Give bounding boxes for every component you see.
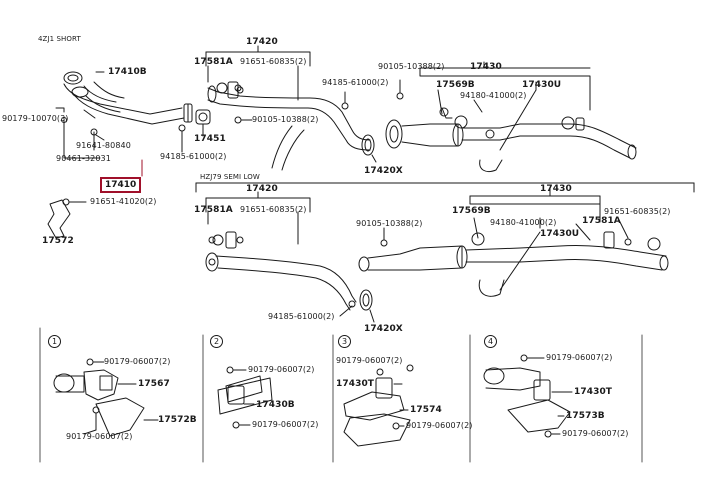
label-d2-bolt2[interactable]: 90179-06007(2) bbox=[252, 420, 319, 429]
section-label-short: 4ZJ1 SHORT bbox=[38, 35, 81, 43]
gasket-17420x-mid bbox=[359, 289, 375, 323]
label-d1-bolt1[interactable]: 90179-06007(2) bbox=[104, 357, 171, 366]
detail-marker-2[interactable]: 2 bbox=[210, 335, 223, 348]
label-17420-mid[interactable]: 17420 bbox=[246, 184, 278, 194]
detail-2-drawing bbox=[217, 366, 273, 429]
label-90105-10388-top2[interactable]: 90105-10388(2) bbox=[378, 62, 445, 71]
label-17430u-top[interactable]: 17430U bbox=[522, 80, 562, 90]
label-17451[interactable]: 17451 bbox=[194, 134, 226, 144]
label-94180-41000-mid[interactable]: 94180-41000(2) bbox=[490, 218, 557, 227]
label-d2-17430b[interactable]: 17430B bbox=[256, 400, 295, 410]
label-17581a-mid2[interactable]: 17581A bbox=[582, 216, 621, 226]
label-d4-bolt1[interactable]: 90179-06007(2) bbox=[546, 353, 613, 362]
label-17410b[interactable]: 17410B bbox=[108, 67, 147, 77]
flange-17451 bbox=[195, 109, 211, 137]
label-91641-80840[interactable]: 91641-80840 bbox=[76, 141, 131, 150]
label-d4-17573b[interactable]: 17573B bbox=[566, 411, 605, 421]
label-17420x-mid[interactable]: 17420X bbox=[364, 324, 403, 334]
label-d3-17574[interactable]: 17574 bbox=[410, 405, 442, 415]
label-17572[interactable]: 17572 bbox=[42, 236, 74, 246]
label-d1-17567[interactable]: 17567 bbox=[138, 379, 170, 389]
detail-4-drawing bbox=[483, 354, 573, 438]
label-d4-bolt2[interactable]: 90179-06007(2) bbox=[562, 429, 629, 438]
label-94185-61000-a[interactable]: 94185-61000(2) bbox=[160, 152, 227, 161]
label-17581a-mid[interactable]: 17581A bbox=[194, 205, 233, 215]
label-d3-bolt1[interactable]: 90179-06007(2) bbox=[336, 356, 403, 365]
label-17581a-top[interactable]: 17581A bbox=[194, 57, 233, 67]
label-94180-41000-top[interactable]: 94180-41000(2) bbox=[460, 91, 527, 100]
label-90105-10388-mid[interactable]: 90105-10388(2) bbox=[356, 219, 423, 228]
label-90105-10388-top1[interactable]: 90105-10388(2) bbox=[252, 115, 319, 124]
label-91651-60835-mid[interactable]: 91651-60835(2) bbox=[240, 205, 307, 214]
label-91651-60835-top[interactable]: 91651-60835(2) bbox=[240, 57, 307, 66]
label-d4-17430t[interactable]: 17430T bbox=[574, 387, 613, 397]
label-90179-10070[interactable]: 90179-10070(3) bbox=[2, 114, 69, 123]
label-94185-61000-mid[interactable]: 94185-61000(2) bbox=[268, 312, 335, 321]
detail-marker-3[interactable]: 3 bbox=[338, 335, 351, 348]
detail-3-drawing bbox=[343, 364, 414, 447]
label-91651-60835-mid2[interactable]: 91651-60835(2) bbox=[604, 207, 671, 216]
label-17420x-top[interactable]: 17420X bbox=[364, 166, 403, 176]
detail-marker-1[interactable]: 1 bbox=[48, 335, 61, 348]
center-pipe-17420-mid bbox=[205, 231, 357, 311]
front-pipe-17410b bbox=[63, 71, 193, 125]
label-17430-mid[interactable]: 17430 bbox=[540, 184, 572, 194]
label-91651-41020[interactable]: 91651-41020(2) bbox=[90, 197, 157, 206]
label-94185-61000-top[interactable]: 94185-61000(2) bbox=[322, 78, 389, 87]
section-label-semi-low: HZJ79 SEMI LOW bbox=[200, 173, 260, 181]
label-d3-17430t[interactable]: 17430T bbox=[336, 379, 375, 389]
detail-1-drawing bbox=[53, 358, 159, 437]
center-pipe-17420-top bbox=[207, 81, 371, 151]
label-d2-bolt1[interactable]: 90179-06007(2) bbox=[248, 365, 315, 374]
label-d1-17572b[interactable]: 17572B bbox=[158, 415, 197, 425]
label-d1-bolt2[interactable]: 90179-06007(2) bbox=[66, 432, 133, 441]
muffler-17430-top bbox=[385, 61, 637, 160]
label-17430u-mid[interactable]: 17430U bbox=[540, 229, 580, 239]
bracket-17572 bbox=[47, 198, 87, 239]
gasket-17420x-top bbox=[361, 134, 377, 163]
detail-marker-4[interactable]: 4 bbox=[484, 335, 497, 348]
muffler-17430-mid bbox=[358, 244, 669, 272]
highlighted-part-17410[interactable]: 17410 bbox=[100, 177, 142, 193]
label-90461-32031[interactable]: 90461-32031 bbox=[56, 154, 111, 163]
label-17420-top[interactable]: 17420 bbox=[246, 37, 278, 47]
label-17430-top[interactable]: 17430 bbox=[470, 62, 502, 72]
label-d3-bolt2[interactable]: 90179-06007(2) bbox=[406, 421, 473, 430]
label-17569b-top[interactable]: 17569B bbox=[436, 80, 475, 90]
label-17569b-mid[interactable]: 17569B bbox=[452, 206, 491, 216]
